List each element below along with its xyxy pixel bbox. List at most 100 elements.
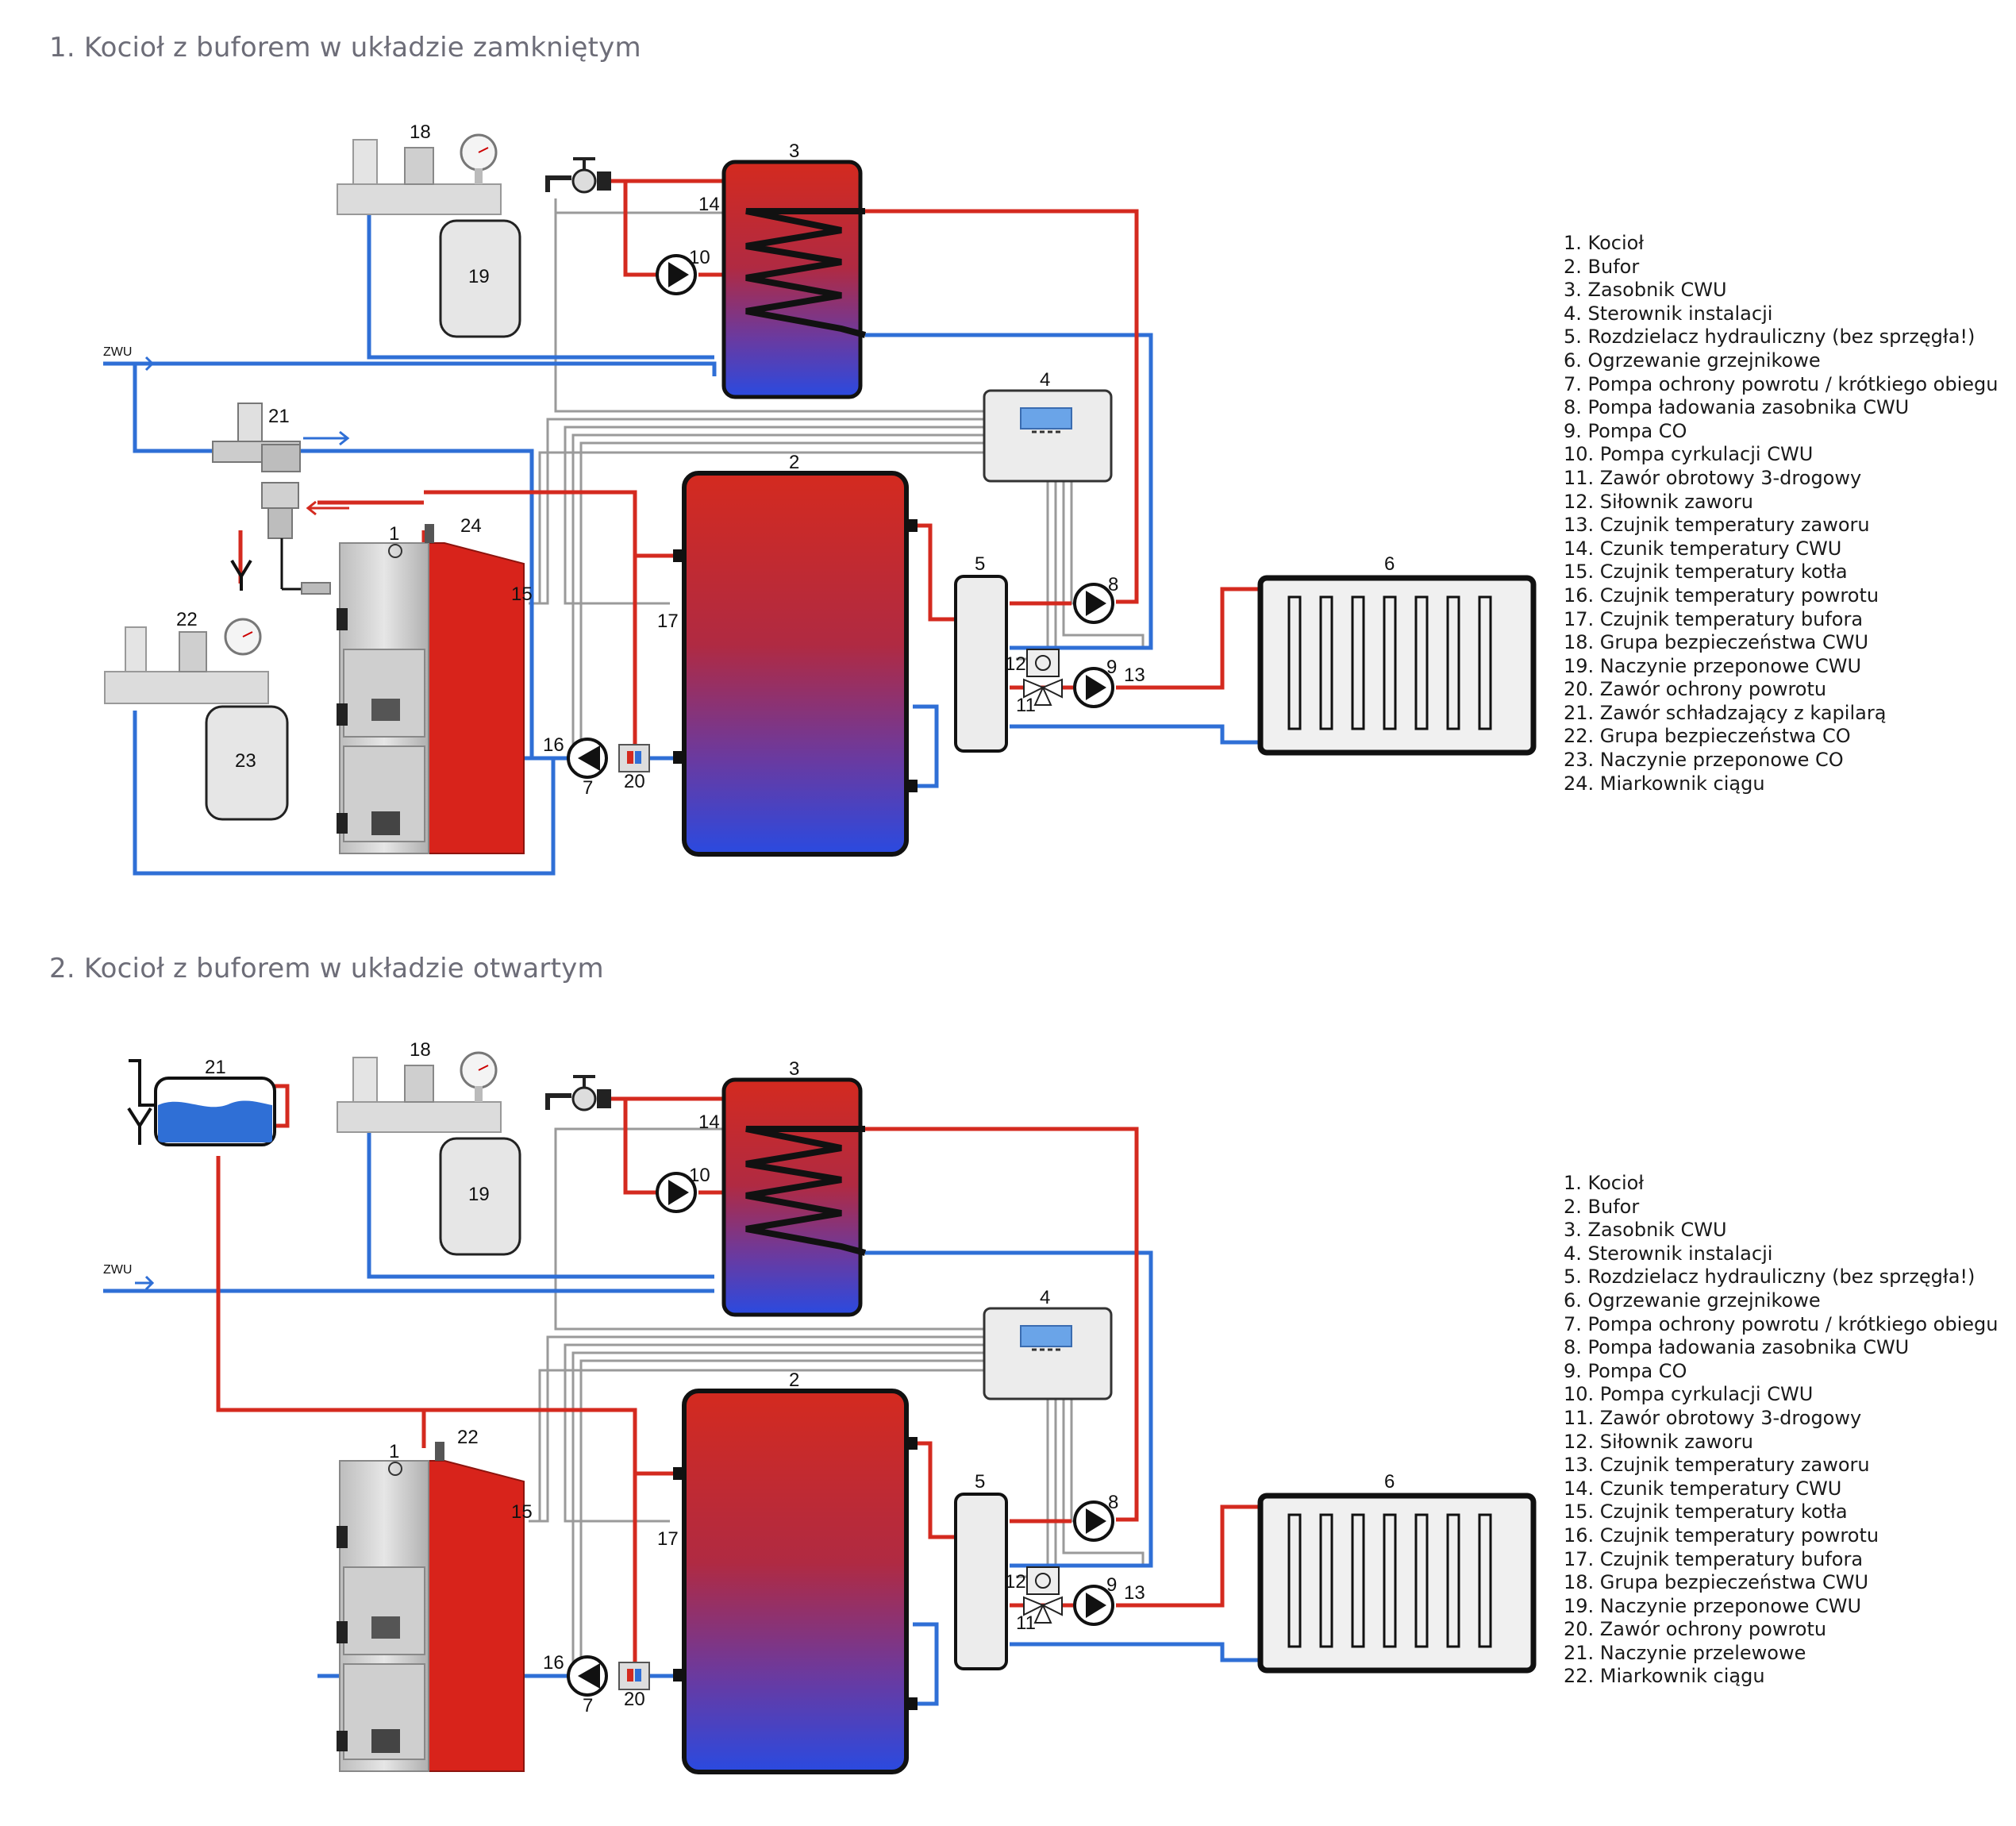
legend: 1. Kocioł 2. Bufor 3. Zasobnik CWU 4. St…: [1564, 1172, 1998, 1689]
zwu-arrow-icon: [135, 1275, 155, 1291]
cooling-valve-icon: [212, 403, 331, 595]
label-22: 22: [457, 1427, 479, 1448]
return-valve-icon: [618, 1662, 650, 1690]
buffer-tank: [682, 471, 909, 857]
pump-8-icon: [1073, 583, 1114, 624]
legend-item: 17. Czujnik temperatury bufora: [1564, 1547, 1864, 1570]
label-16: 16: [543, 1652, 564, 1674]
label-4: 4: [1040, 1287, 1050, 1308]
hot-pipes: [238, 179, 1260, 758]
return-valve-icon: [618, 744, 650, 772]
label-8: 8: [1108, 574, 1118, 595]
label-23: 23: [235, 750, 256, 772]
label-1: 1: [389, 1441, 399, 1462]
legend-item: 11. Zawór obrotowy 3-drogowy: [1564, 466, 1862, 489]
diagram-closed-system: 18 19 3 14 10 ZWU: [103, 121, 1537, 876]
overflow-vessel: [127, 1059, 276, 1146]
label-8: 8: [1108, 1492, 1118, 1513]
legend-item: 1. Kocioł: [1564, 1172, 1645, 1194]
legend-item: 19. Naczynie przeponowe CWU: [1564, 1594, 1862, 1617]
legend-item: 16. Czujnik temperatury powrotu: [1564, 584, 1879, 607]
section-closed-system: 1. Kocioł z buforem w układzie zamknięty…: [0, 0, 2016, 908]
tank-coil: [745, 208, 867, 338]
hydraulic-distributor: [954, 1493, 1008, 1670]
expansion-vessel-cwu: [439, 219, 521, 338]
expansion-vessel-cwu: [439, 1137, 521, 1256]
label-19: 19: [468, 266, 490, 287]
legend-item: 6. Ogrzewanie grzejnikowe: [1564, 349, 1821, 372]
safety-group-co: [104, 618, 269, 704]
pump-10-icon: [656, 254, 697, 295]
legend-item: 11. Zawór obrotowy 3-drogowy: [1564, 1406, 1862, 1429]
label-21: 21: [268, 406, 290, 427]
hydraulic-distributor: [954, 575, 1008, 753]
label-11: 11: [1016, 1612, 1036, 1634]
section-title: 2. Kocioł z buforem w układzie otwartym: [49, 953, 604, 984]
flow-arrow-icon: [303, 430, 350, 446]
legend-item: 20. Zawór ochrony powrotu: [1564, 678, 1827, 701]
label-12: 12: [1005, 1571, 1026, 1593]
legend-item: 8. Pompa ładowania zasobnika CWU: [1564, 1336, 1910, 1359]
cold-pipes: [103, 1132, 1260, 1706]
label-zwu: ZWU: [103, 345, 132, 359]
safety-group-cwu: [337, 1051, 502, 1133]
system-controller: [983, 1307, 1113, 1400]
legend-item: 22. Grupa bezpieczeństwa CO: [1564, 725, 1851, 748]
safety-group-cwu: [337, 133, 502, 215]
legend-item: 22. Miarkownik ciągu: [1564, 1665, 1765, 1688]
legend-item: 2. Bufor: [1564, 255, 1640, 278]
label-1: 1: [389, 523, 399, 545]
water-tap-icon: [545, 157, 611, 194]
expansion-vessel-co: [205, 705, 289, 821]
hot-water-tank: [721, 1077, 863, 1317]
label-20: 20: [624, 771, 645, 792]
legend-item: 3. Zasobnik CWU: [1564, 1219, 1727, 1242]
label-18: 18: [410, 1039, 431, 1061]
radiator: [1257, 1493, 1537, 1674]
legend-item: 12. Siłownik zaworu: [1564, 1430, 1753, 1453]
label-20: 20: [624, 1689, 645, 1710]
label-13: 13: [1124, 1582, 1145, 1604]
zwu-arrow-icon: [135, 356, 155, 372]
legend-item: 20. Zawór ochrony powrotu: [1564, 1618, 1827, 1641]
water-tap-icon: [545, 1075, 611, 1111]
label-19: 19: [468, 1184, 490, 1205]
legend-item: 4. Sterownik instalacji: [1564, 1242, 1773, 1265]
cold-pipes: [103, 214, 1260, 876]
hot-water-tank: [721, 160, 863, 399]
boiler: [337, 1442, 525, 1772]
legend-item: 17. Czujnik temperatury bufora: [1564, 607, 1864, 630]
legend-item: 8. Pompa ładowania zasobnika CWU: [1564, 396, 1910, 419]
legend-item: 21. Zawór schładzający z kapilarą: [1564, 701, 1887, 724]
legend-item: 16. Czujnik temperatury powrotu: [1564, 1524, 1879, 1547]
label-13: 13: [1124, 665, 1145, 686]
legend-item: 14. Czunik temperatury CWU: [1564, 537, 1842, 560]
label-18: 18: [410, 121, 431, 143]
pump-7-icon: [567, 738, 608, 779]
buffer-tank: [682, 1389, 909, 1774]
label-10: 10: [689, 1165, 710, 1186]
label-zwu: ZWU: [103, 1263, 132, 1277]
legend-item: 15. Czujnik temperatury kotła: [1564, 1500, 1848, 1524]
legend-item: 15. Czujnik temperatury kotła: [1564, 561, 1848, 584]
legend-item: 5. Rozdzielacz hydrauliczny (bez sprzęgł…: [1564, 1265, 1976, 1289]
label-6: 6: [1384, 553, 1395, 575]
label-12: 12: [1005, 653, 1026, 675]
legend-item: 7. Pompa ochrony powrotu / krótkiego obi…: [1564, 372, 1999, 395]
label-3: 3: [789, 1058, 799, 1080]
radiator: [1257, 575, 1537, 756]
label-9: 9: [1106, 1574, 1117, 1596]
legend-item: 2. Bufor: [1564, 1195, 1640, 1218]
label-6: 6: [1384, 1471, 1395, 1493]
label-14: 14: [698, 194, 720, 215]
diagram-open-system: 21 18 19 3 14 10 ZWU: [103, 1039, 1537, 1774]
pump-10-icon: [656, 1172, 697, 1213]
legend-item: 5. Rozdzielacz hydrauliczny (bez sprzęgł…: [1564, 326, 1976, 349]
label-2: 2: [789, 452, 799, 473]
label-24: 24: [460, 515, 482, 537]
legend-item: 24. Miarkownik ciągu: [1564, 772, 1765, 795]
three-way-valve-icon: [1023, 649, 1063, 706]
pump-7-icon: [567, 1655, 608, 1697]
boiler-gauge-icon: [388, 544, 402, 558]
label-5: 5: [975, 1471, 985, 1493]
